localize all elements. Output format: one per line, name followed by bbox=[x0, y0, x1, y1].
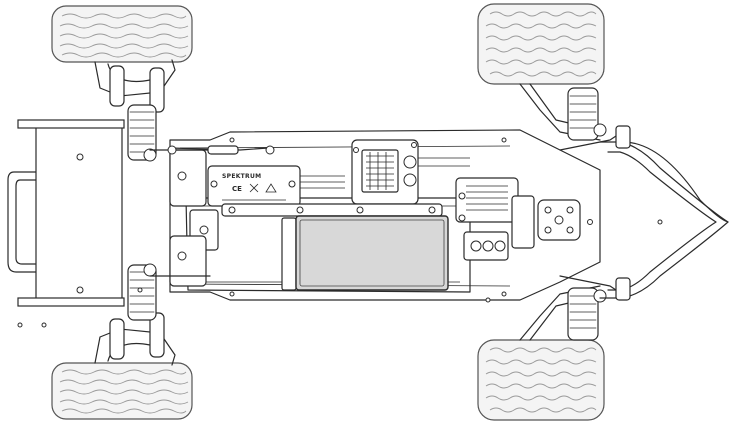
front-bumper bbox=[599, 125, 729, 301]
front-right-wheel bbox=[477, 339, 605, 421]
turnbuckle-links bbox=[167, 145, 275, 155]
steering-servo bbox=[537, 199, 593, 241]
motor-assembly bbox=[455, 177, 535, 261]
receiver-module: SPEKTRUM CE bbox=[207, 165, 345, 207]
battery-pack bbox=[281, 215, 449, 291]
rear-left-wheel bbox=[51, 5, 193, 63]
receiver-ce-mark: CE bbox=[232, 185, 242, 193]
rear-right-wheel bbox=[51, 362, 193, 420]
rear-gearbox bbox=[149, 149, 211, 287]
rear-wing bbox=[17, 119, 125, 328]
front-left-wheel bbox=[477, 3, 605, 85]
battery-strap-rail bbox=[221, 203, 443, 217]
front-suspension bbox=[519, 83, 629, 341]
chassis-screws bbox=[137, 137, 507, 303]
receiver-brand-label: SPEKTRUM bbox=[222, 173, 261, 180]
esc-module bbox=[351, 139, 470, 205]
rear-suspension bbox=[94, 59, 176, 366]
rear-bumper bbox=[7, 171, 37, 273]
